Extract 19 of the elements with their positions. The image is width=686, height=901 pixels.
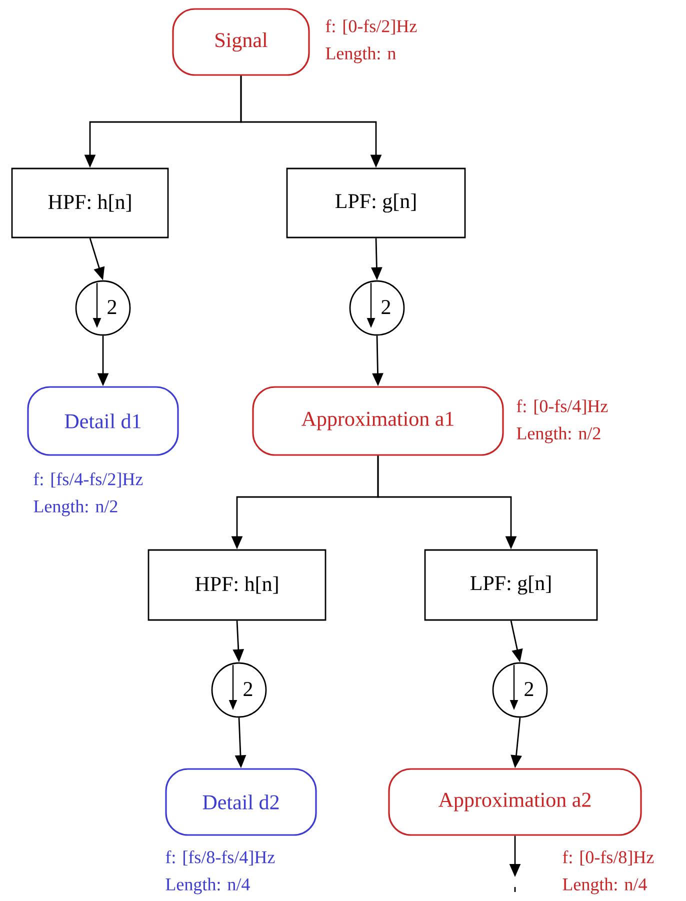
filter-box: LPF: g[n]: [424, 549, 598, 621]
node-annotation: f: [0-fs/4]Hz: [516, 399, 608, 415]
node-annotation: f: [fs/8-fs/4]Hz: [166, 850, 275, 866]
node-annotation: Length: n/2: [516, 426, 600, 444]
filter-box: LPF: g[n]: [286, 168, 466, 238]
rounded-box: Approximation a2: [388, 768, 642, 836]
node-annotation: f: [0-fs/2]Hz: [326, 19, 417, 35]
rounded-box: Detail d1: [27, 386, 179, 456]
rounded-box: Detail d2: [165, 768, 317, 836]
node-annotation: Length: n: [326, 46, 396, 64]
node-annotation: f: [0-fs/8]Hz: [562, 850, 654, 866]
filter-box: HPF: h[n]: [11, 168, 169, 238]
node-annotation: Length: n/4: [166, 878, 250, 894]
node-annotation: Length: n/4: [562, 878, 647, 894]
node-annotation: f: [fs/4-fs/2]Hz: [34, 472, 143, 488]
rounded-box: Approximation a1: [252, 386, 504, 456]
node-annotation: Length: n/2: [34, 500, 118, 516]
rounded-box: Signal: [172, 8, 310, 76]
filter-box: HPF: h[n]: [148, 549, 326, 621]
